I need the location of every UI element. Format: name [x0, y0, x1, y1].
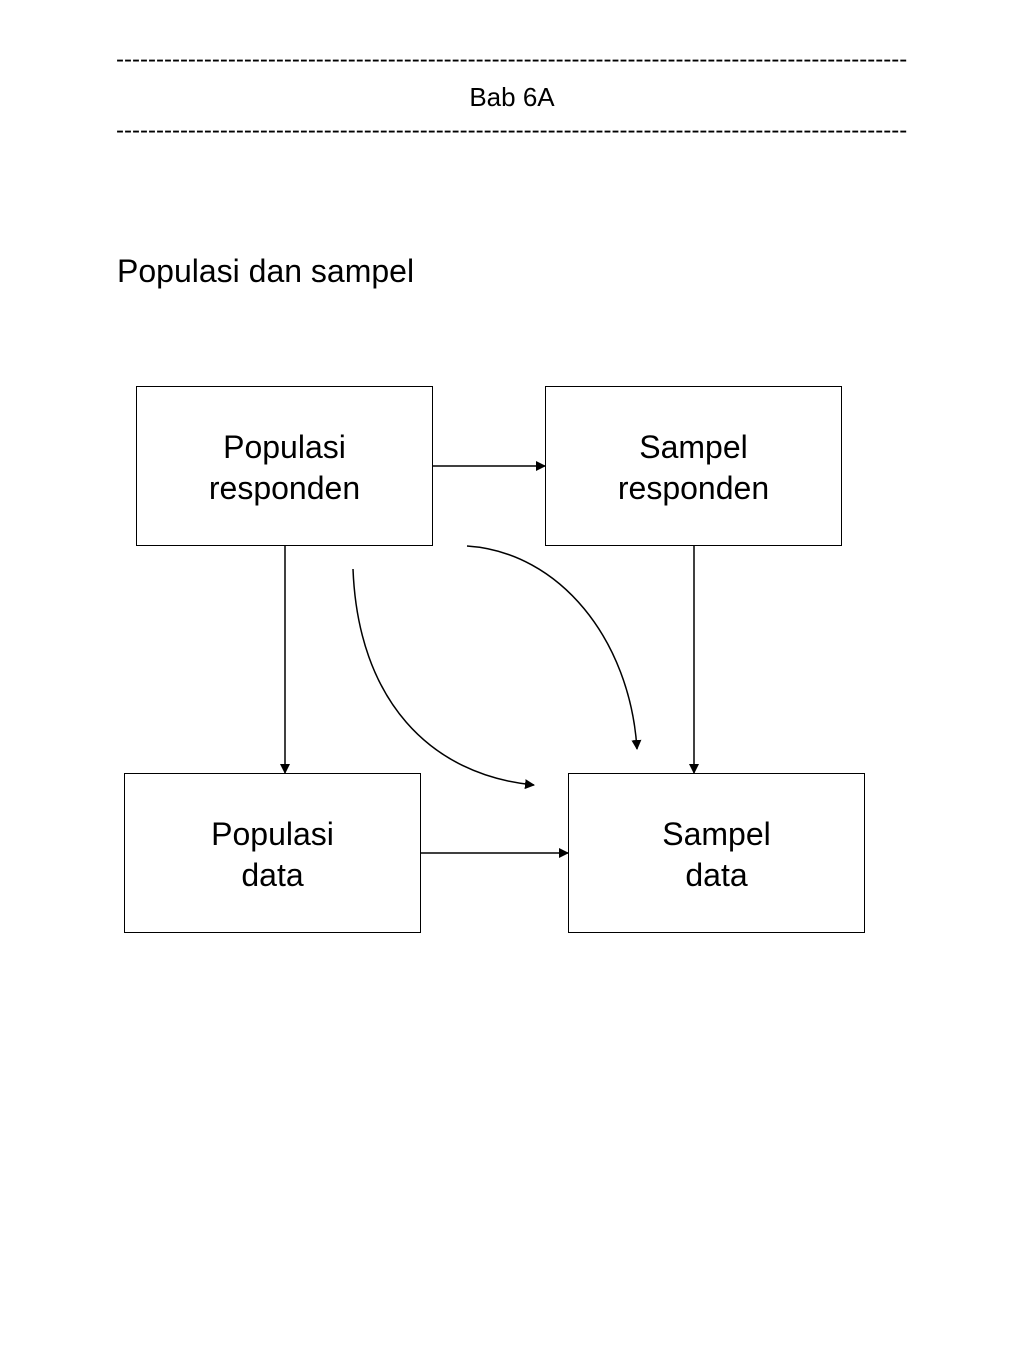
- node-label: Sampel responden: [618, 427, 769, 509]
- node-label: Populasi data: [211, 814, 334, 896]
- node-label: Populasi responden: [209, 427, 360, 509]
- node-sampel-responden: Sampel responden: [545, 386, 842, 546]
- node-label-line1: Sampel: [639, 429, 748, 465]
- section-title: Populasi dan sampel: [117, 253, 415, 289]
- node-label: Sampel data: [662, 814, 771, 896]
- curved-arrow-outer: [466, 545, 642, 750]
- node-populasi-data: Populasi data: [124, 773, 421, 933]
- node-populasi-responden: Populasi responden: [136, 386, 433, 546]
- node-sampel-data: Sampel data: [568, 773, 865, 933]
- node-label-line2: responden: [208, 470, 361, 506]
- chapter-title: Bab 6A: [469, 82, 555, 112]
- node-label-line2: data: [241, 857, 304, 893]
- node-label-line2: responden: [617, 470, 770, 506]
- header-rule-bottom: ----------------------------------------…: [116, 119, 908, 143]
- node-label-line1: Populasi: [223, 429, 346, 465]
- curved-arrow-inner: [352, 568, 535, 790]
- header-rule-top: ----------------------------------------…: [116, 48, 908, 72]
- node-label-line1: Sampel: [662, 816, 771, 852]
- node-label-line1: Populasi: [211, 816, 334, 852]
- node-label-line2: data: [685, 857, 748, 893]
